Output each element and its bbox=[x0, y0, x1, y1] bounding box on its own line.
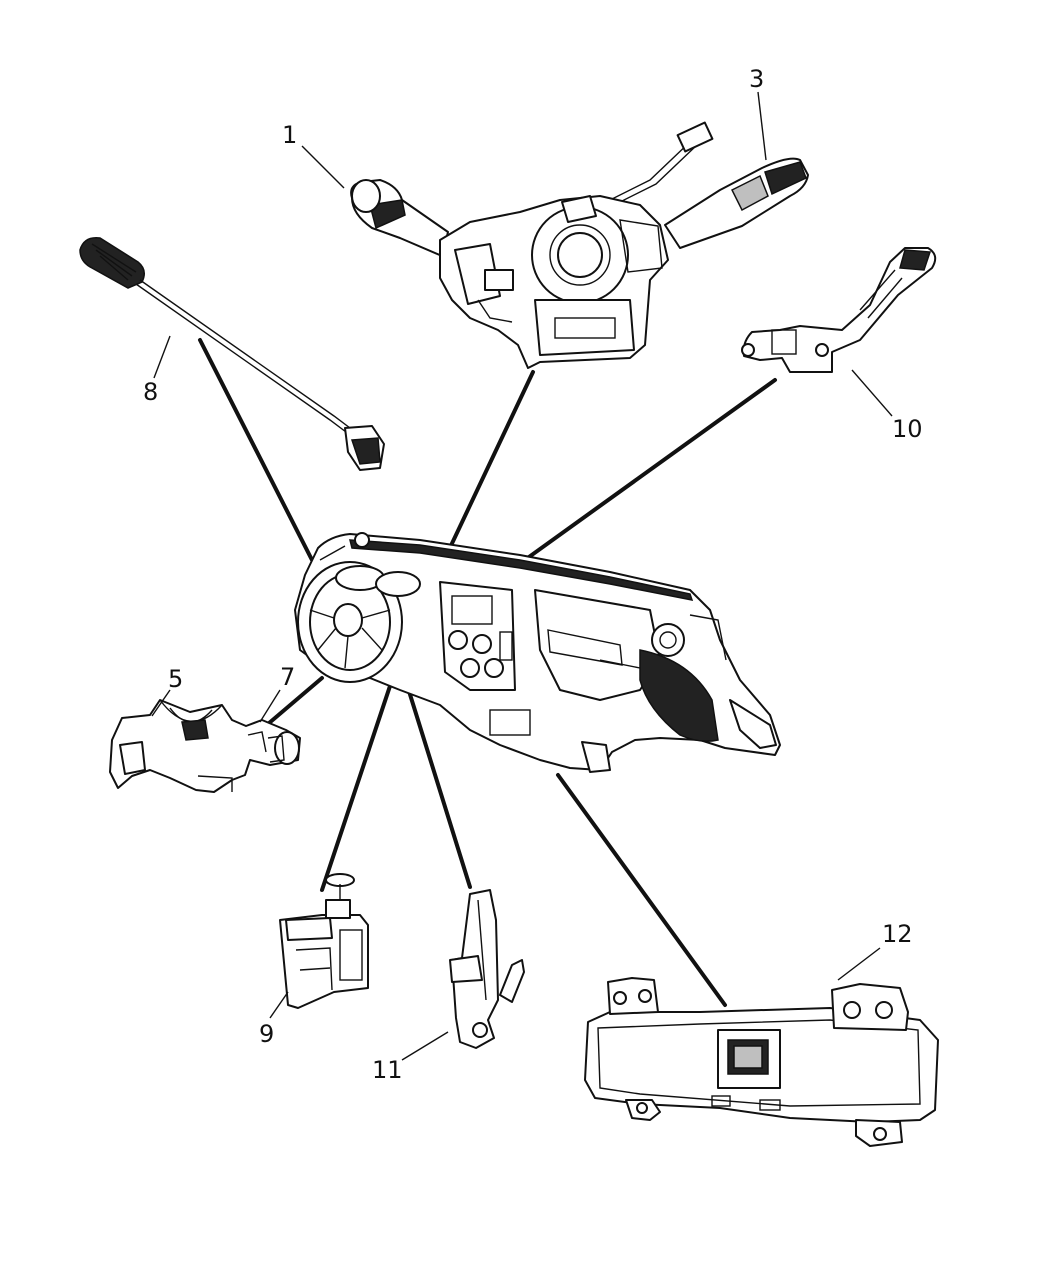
link-line-11 bbox=[406, 686, 472, 889]
leader-12 bbox=[837, 947, 881, 981]
link-lines bbox=[198, 338, 777, 1007]
callout-labels: 1 3 5 7 8 9 10 11 12 bbox=[143, 65, 923, 1084]
callout-8: 8 bbox=[143, 378, 158, 406]
callout-7: 7 bbox=[280, 663, 295, 691]
callout-11: 11 bbox=[372, 1056, 403, 1084]
instrument-panel bbox=[294, 532, 781, 773]
callout-10: 10 bbox=[892, 415, 923, 443]
link-line-10 bbox=[488, 378, 777, 587]
leader-lines bbox=[151, 91, 893, 1061]
leader-7 bbox=[259, 689, 281, 723]
link-line-8 bbox=[198, 338, 314, 562]
leader-10 bbox=[851, 369, 893, 417]
callout-5: 5 bbox=[168, 665, 183, 693]
callout-12: 12 bbox=[882, 920, 913, 948]
leader-5 bbox=[151, 689, 171, 717]
part-9-switch bbox=[279, 873, 369, 1009]
leader-9 bbox=[269, 991, 289, 1019]
leader-11 bbox=[401, 1031, 449, 1061]
callout-9: 9 bbox=[259, 1020, 274, 1048]
multifunction-switch-assembly bbox=[350, 121, 809, 369]
callout-3: 3 bbox=[749, 65, 764, 93]
part-5-7-ignition-housing bbox=[109, 699, 301, 793]
leader-8 bbox=[153, 335, 171, 379]
part-10-lever-switch bbox=[741, 247, 937, 373]
part-8-lever-cable bbox=[79, 237, 385, 471]
part-11-bracket bbox=[449, 889, 525, 1049]
link-line-12 bbox=[556, 773, 727, 1007]
link-line-9 bbox=[320, 678, 394, 892]
leader-1 bbox=[301, 145, 345, 189]
callout-1: 1 bbox=[282, 121, 297, 149]
part-12-module bbox=[584, 977, 939, 1147]
leader-3 bbox=[757, 91, 767, 161]
